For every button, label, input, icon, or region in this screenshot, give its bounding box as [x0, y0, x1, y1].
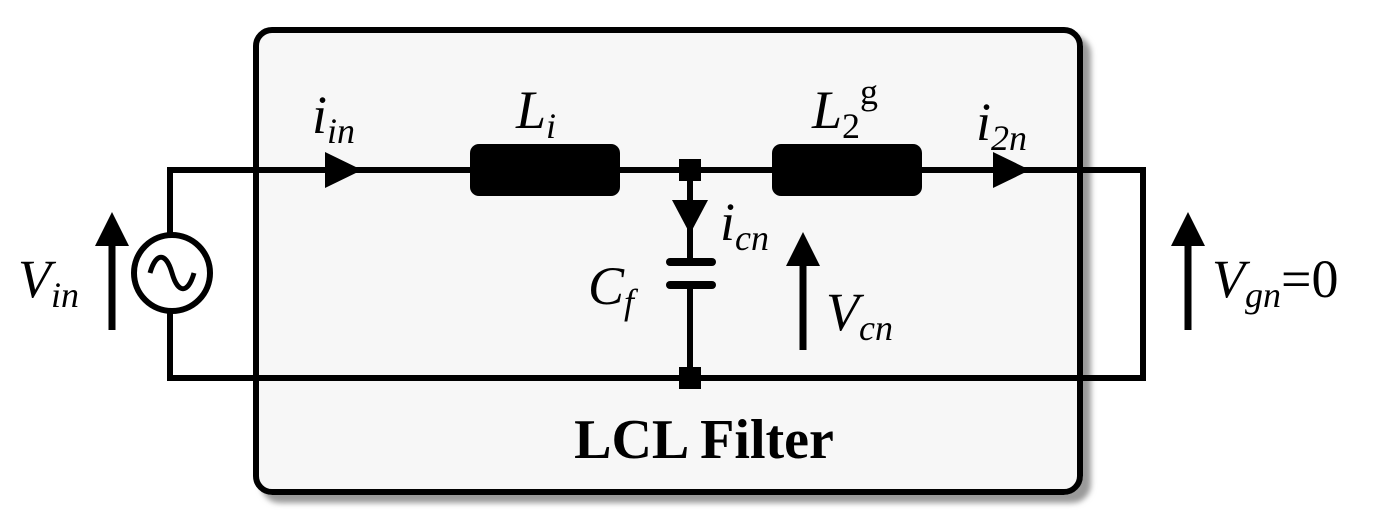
current-arrow-iin-icon: [325, 152, 362, 188]
inductor-l2g: [772, 144, 922, 196]
label-l-2g: L2g: [811, 72, 878, 146]
voltage-arrow-vin-icon: [95, 212, 129, 330]
ac-source-icon: [131, 232, 213, 314]
junction-node-bottom: [679, 367, 701, 389]
current-arrow-icn-icon: [672, 200, 708, 234]
capacitor-cf-icon: [666, 258, 716, 289]
current-arrow-i2n-icon: [993, 152, 1030, 188]
voltage-arrow-vcn-icon: [786, 232, 820, 350]
label-c-f: Cf: [588, 256, 639, 322]
inductor-li: [470, 144, 620, 196]
label-i-cn: icn: [720, 192, 769, 258]
filter-title: LCL Filter: [574, 409, 834, 471]
label-i-in: iin: [312, 85, 355, 151]
label-i-2n: i2n: [976, 92, 1027, 158]
label-v-gn: Vgn=0: [1212, 249, 1338, 315]
label-l-i: Li: [515, 80, 556, 146]
label-v-in: Vin: [18, 249, 79, 315]
voltage-arrow-vgn-icon: [1171, 212, 1205, 330]
label-v-cn: Vcn: [826, 282, 893, 348]
junction-node-top: [679, 159, 701, 181]
